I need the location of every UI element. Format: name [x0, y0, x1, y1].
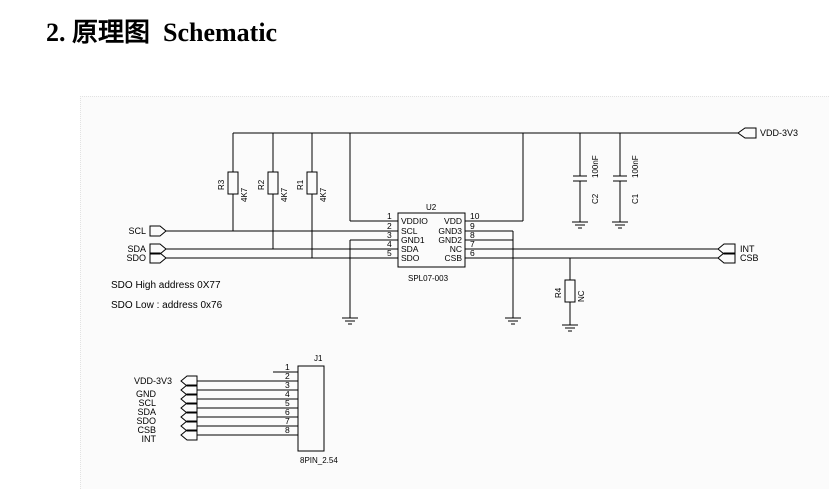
j1-pin-number: 8: [285, 425, 290, 435]
csb-label: CSB: [740, 253, 759, 263]
ic-u2: U2 SPL07-003 1 2 3 4 5 VDDIO SCL GND1 SD…: [380, 203, 485, 283]
u2-pin-name: CSB: [445, 253, 463, 263]
r2-ref: R2: [257, 179, 266, 190]
u2-pin-number: 10: [470, 211, 480, 221]
r2-value: 4K7: [280, 187, 289, 202]
j1-net-label: INT: [142, 434, 157, 444]
j1-pin-number: 1: [285, 362, 290, 372]
ground-gnd1: [342, 239, 380, 325]
page-heading: 2. 原理图 Schematic: [46, 12, 277, 49]
u2-pin-number: 1: [387, 211, 392, 221]
j1-pin-number: 3: [285, 380, 290, 390]
r1-ref: R1: [296, 179, 305, 190]
net-int: INT: [485, 243, 755, 255]
c2-ref: C2: [591, 193, 600, 204]
u2-part: SPL07-003: [408, 274, 449, 283]
scl-label: SCL: [128, 226, 146, 236]
j1-net-label: SDA: [137, 407, 156, 417]
r1-value: 4K7: [319, 187, 328, 202]
int-label: INT: [740, 244, 755, 254]
j1-pin-number: 7: [285, 416, 290, 426]
u2-pin-name: GND1: [401, 235, 425, 245]
resistor-r3: R3 4K7: [217, 133, 249, 231]
sda-label: SDA: [127, 244, 146, 254]
u2-pin-number: 6: [470, 248, 475, 258]
j1-pin-number: 5: [285, 398, 290, 408]
u2-pin-name: SCL: [401, 226, 418, 236]
j1-net-label: VDD-3V3: [134, 376, 172, 386]
schematic-sheet: [80, 96, 829, 489]
j1-ref: J1: [314, 354, 323, 363]
j1-net-label: SDO: [136, 416, 156, 426]
power-net-label: VDD-3V3: [760, 128, 798, 138]
sdo-label: SDO: [126, 253, 146, 263]
j1-net-label: CSB: [137, 425, 156, 435]
r3-value: 4K7: [240, 187, 249, 202]
u2-pin-name: SDO: [401, 253, 420, 263]
c2-value: 100nF: [591, 155, 600, 178]
connector-j1: J1 8PIN_2.54 1 2 3 4 5 6 7 8 VDD-3V3: [134, 354, 338, 465]
heading-number: 2.: [46, 18, 66, 47]
capacitor-c2: 100nF C2: [572, 133, 600, 229]
net-sdo: SDO: [126, 252, 380, 264]
power-port-vdd: VDD-3V3: [737, 127, 798, 139]
u2-pin-number: 3: [387, 230, 392, 240]
r3-ref: R3: [217, 179, 226, 190]
u2-ref: U2: [426, 203, 437, 212]
r4-value: NC: [577, 290, 586, 302]
j1-pin-number: 2: [285, 371, 290, 381]
u2-pin-number: 7: [470, 239, 475, 249]
j1-net-label: SCL: [138, 398, 156, 408]
j1-net-label: GND: [136, 389, 157, 399]
resistor-r1: R1 4K7: [296, 133, 328, 258]
j1-part: 8PIN_2.54: [300, 456, 338, 465]
u2-pin-number: 2: [387, 221, 392, 231]
u2-pin-name: NC: [450, 244, 462, 254]
u2-pin-number: 8: [470, 230, 475, 240]
heading-title-cn: 原理图: [72, 18, 151, 47]
net-scl: SCL: [128, 225, 380, 237]
r4-ref: R4: [554, 287, 563, 298]
resistor-r4: R4 NC: [554, 258, 586, 332]
c1-ref: C1: [631, 193, 640, 204]
u2-pin-number: 4: [387, 239, 392, 249]
j1-pin-number: 6: [285, 407, 290, 417]
resistor-r2: R2 4K7: [257, 133, 289, 249]
u2-pin-name: VDDIO: [401, 216, 428, 226]
note-sdo-low: SDO Low : address 0x76: [111, 300, 223, 311]
net-sda: SDA: [127, 243, 380, 255]
ground-gnd2: [485, 230, 521, 325]
u2-pin-number: 5: [387, 248, 392, 258]
net-csb: CSB: [485, 252, 759, 264]
u2-pin-name: GND2: [438, 235, 462, 245]
note-sdo-high: SDO High address 0X77: [111, 280, 221, 291]
u2-pin-name: GND3: [438, 226, 462, 236]
capacitor-c1: 100nF C1: [612, 133, 640, 229]
u2-pin-number: 9: [470, 221, 475, 231]
heading-title-en: Schematic: [163, 18, 278, 47]
power-rail: [233, 132, 738, 222]
u2-pin-name: SDA: [401, 244, 419, 254]
c1-value: 100nF: [631, 155, 640, 178]
j1-pin-number: 4: [285, 389, 290, 399]
u2-pin-name: VDD: [444, 216, 462, 226]
